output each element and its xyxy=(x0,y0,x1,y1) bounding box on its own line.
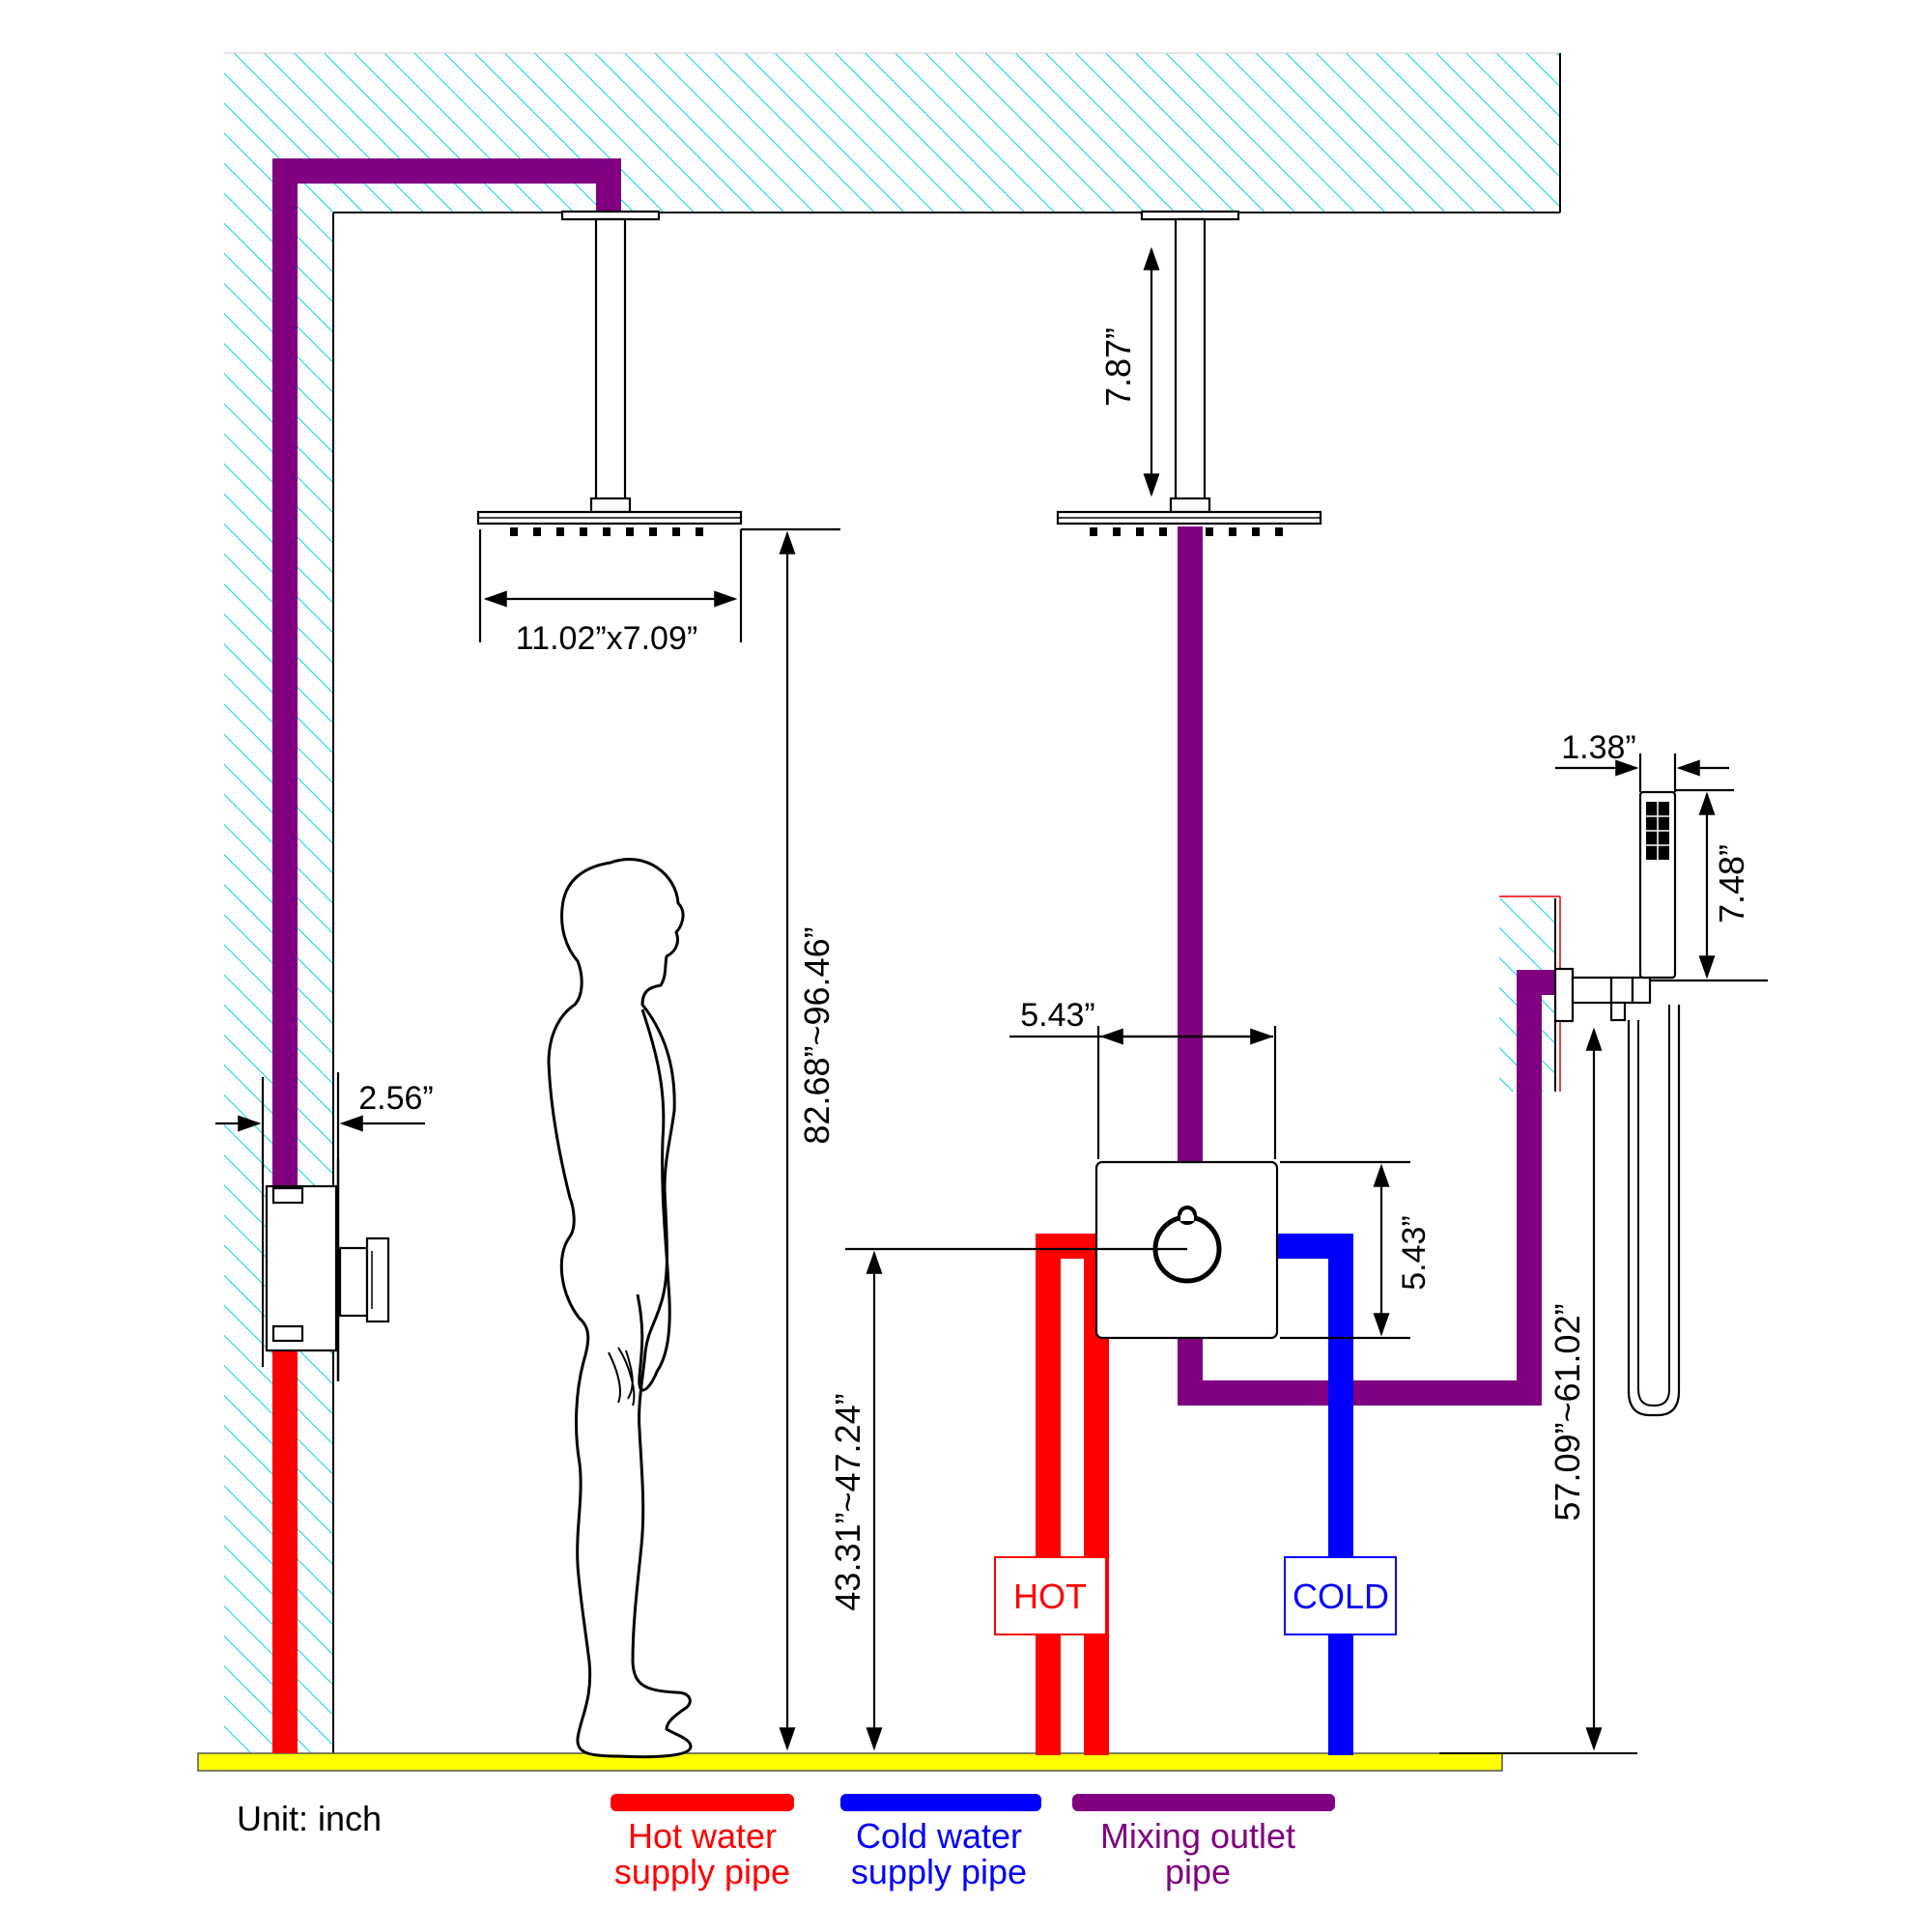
cold-supply-pipe xyxy=(1277,1234,1353,1755)
human-silhouette xyxy=(547,857,693,1759)
left-mixing-outlet-pipe xyxy=(272,158,621,1186)
shower-height-label: 82.68”~96.46” xyxy=(797,926,837,1144)
valve-width-label: 5.43” xyxy=(1020,997,1095,1034)
cold-tag-text: COLD xyxy=(1293,1577,1389,1616)
right-head-nozzles xyxy=(1090,527,1283,536)
legend-hot-line1: Hot water xyxy=(628,1816,777,1856)
legend-mix-swatch xyxy=(1072,1794,1335,1811)
legend-hot: Hot water supply pipe xyxy=(611,1794,794,1891)
ceiling-and-left-wall xyxy=(224,53,1560,1758)
cold-tag: COLD xyxy=(1284,1556,1397,1635)
handheld-shower xyxy=(1553,790,1681,1417)
legend-cold: Cold water supply pipe xyxy=(840,1794,1041,1891)
handheld-width-label: 1.38” xyxy=(1561,729,1636,766)
legend-mix-line1: Mixing outlet xyxy=(1100,1816,1295,1856)
legend-mix-line2: pipe xyxy=(1165,1852,1231,1891)
right-rain-shower xyxy=(1056,210,1322,536)
legend-mix: Mixing outlet pipe xyxy=(1072,1794,1335,1891)
legend-hot-swatch xyxy=(611,1794,794,1811)
left-head-nozzles xyxy=(510,527,703,536)
hot-tag: HOT xyxy=(994,1556,1107,1635)
head-size-label: 11.02”x7.09” xyxy=(516,620,697,657)
valve-mount-height-label: 43.31”~47.24” xyxy=(828,1393,867,1610)
arm-length-label: 7.87” xyxy=(1098,327,1138,407)
left-rain-shower xyxy=(476,210,743,536)
legend-cold-swatch xyxy=(840,1794,1041,1811)
side-depth-label: 2.56” xyxy=(358,1080,434,1117)
dimension-lines xyxy=(215,246,1768,1751)
handheld-length-label: 7.48” xyxy=(1712,844,1751,923)
floor xyxy=(197,1752,1503,1772)
valve-side-view xyxy=(262,1077,390,1381)
pipes xyxy=(272,158,1565,1755)
legend-cold-line1: Cold water xyxy=(856,1816,1022,1856)
valve-height-label: 5.43” xyxy=(1396,1215,1433,1291)
legend-hot-line2: supply pipe xyxy=(614,1852,790,1891)
legend-cold-line2: supply pipe xyxy=(851,1852,1027,1891)
handheld-mixing-outlet-pipe xyxy=(1178,970,1565,1406)
outlet-height-label: 57.09”~61.02” xyxy=(1548,1303,1587,1520)
unit-label: Unit: inch xyxy=(237,1799,382,1838)
wall-structure xyxy=(224,52,1561,1758)
hot-tag-text: HOT xyxy=(1013,1577,1087,1616)
handheld-hose xyxy=(1627,1005,1681,1417)
legend: Hot water supply pipe Cold water supply … xyxy=(611,1794,1335,1891)
